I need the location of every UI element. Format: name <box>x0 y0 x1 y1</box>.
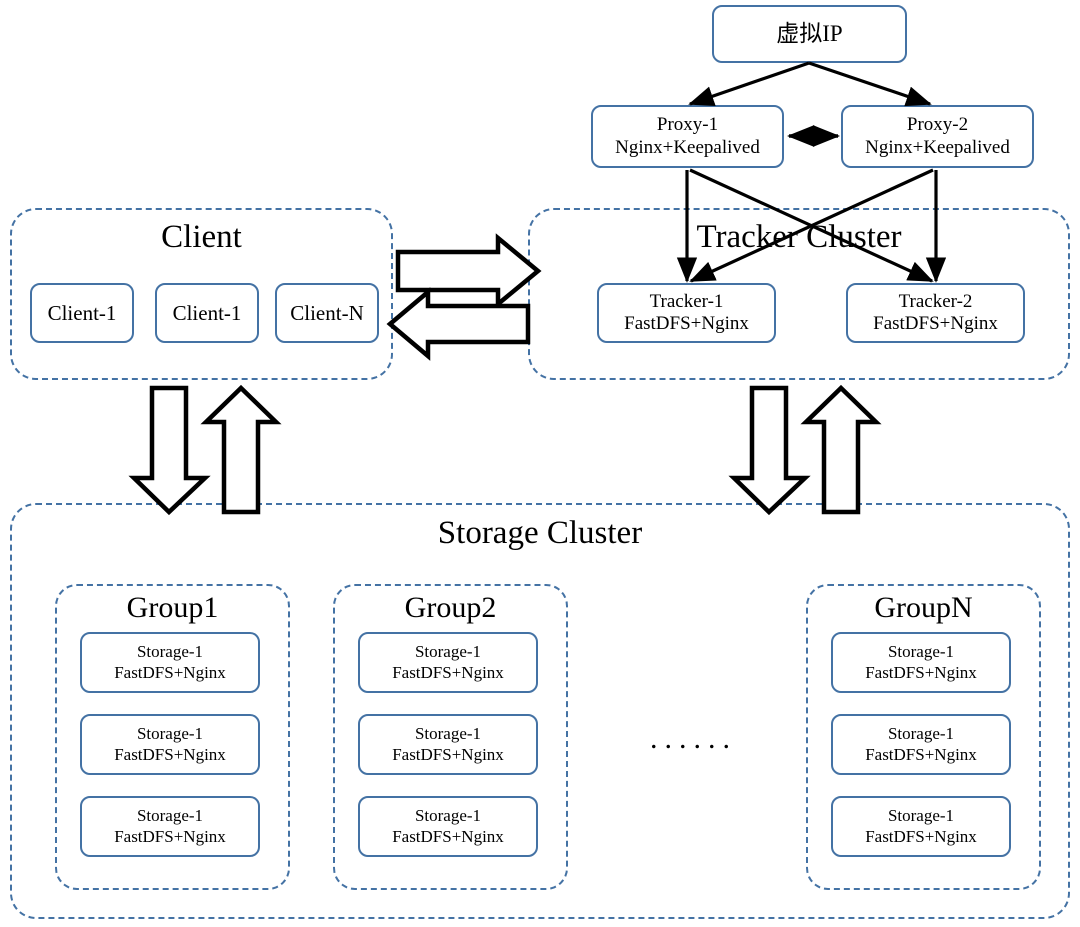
node-virtual-ip[interactable]: 虚拟IP <box>712 5 907 63</box>
node-group2-storage-2-name: Storage-1 <box>414 724 482 744</box>
node-tracker-2-name: Tracker-2 <box>898 290 973 312</box>
node-group2-storage-2-stack: FastDFS+Nginx <box>392 744 504 764</box>
node-tracker-1-name: Tracker-1 <box>649 290 724 312</box>
node-group1-storage-3[interactable]: Storage-1 FastDFS+Nginx <box>80 796 260 857</box>
node-groupn-storage-3-stack: FastDFS+Nginx <box>865 826 977 846</box>
block-arrow-tracker-to-client <box>386 287 531 361</box>
node-client-1-label: Client-1 <box>47 300 117 325</box>
node-groupn-storage-1-name: Storage-1 <box>887 642 955 662</box>
cluster-group1 <box>55 584 290 890</box>
node-client-2[interactable]: Client-1 <box>155 283 259 343</box>
node-group1-storage-1[interactable]: Storage-1 FastDFS+Nginx <box>80 632 260 693</box>
node-client-n-label: Client-N <box>290 300 364 325</box>
node-group2-storage-1[interactable]: Storage-1 FastDFS+Nginx <box>358 632 538 693</box>
node-group1-storage-3-name: Storage-1 <box>136 806 204 826</box>
node-tracker-2[interactable]: Tracker-2 FastDFS+Nginx <box>846 283 1025 343</box>
block-arrow-storage-to-client <box>200 384 282 515</box>
node-proxy-1[interactable]: Proxy-1 Nginx+Keepalived <box>591 105 784 168</box>
node-proxy-2-stack: Nginx+Keepalived <box>865 136 1010 158</box>
node-group2-storage-1-stack: FastDFS+Nginx <box>392 662 504 682</box>
node-groupn-storage-3[interactable]: Storage-1 FastDFS+Nginx <box>831 796 1011 857</box>
cluster-tracker-title: Tracker Cluster <box>696 219 902 255</box>
node-client-n[interactable]: Client-N <box>275 283 379 343</box>
node-groupn-storage-1[interactable]: Storage-1 FastDFS+Nginx <box>831 632 1011 693</box>
node-proxy-2-name: Proxy-2 <box>906 114 969 136</box>
node-groupn-storage-3-name: Storage-1 <box>887 806 955 826</box>
cluster-storage-title: Storage Cluster <box>437 515 643 551</box>
cluster-storage <box>10 503 1070 919</box>
cluster-group1-title: Group1 <box>126 591 219 624</box>
node-group2-storage-3-stack: FastDFS+Nginx <box>392 826 504 846</box>
node-group1-storage-2-stack: FastDFS+Nginx <box>114 744 226 764</box>
block-arrow-storage-to-tracker <box>800 384 882 515</box>
cluster-groupn <box>806 584 1041 890</box>
node-groupn-storage-2-stack: FastDFS+Nginx <box>865 744 977 764</box>
node-client-2-label: Client-1 <box>172 300 242 325</box>
node-groupn-storage-1-stack: FastDFS+Nginx <box>865 662 977 682</box>
node-group1-storage-3-stack: FastDFS+Nginx <box>114 826 226 846</box>
cluster-group2 <box>333 584 568 890</box>
node-proxy-2[interactable]: Proxy-2 Nginx+Keepalived <box>841 105 1034 168</box>
connector-vip-to-proxy2 <box>808 61 932 107</box>
node-group2-storage-1-name: Storage-1 <box>414 642 482 662</box>
connector-vip-to-proxy1 <box>688 61 810 106</box>
node-group2-storage-2[interactable]: Storage-1 FastDFS+Nginx <box>358 714 538 775</box>
node-proxy-1-name: Proxy-1 <box>656 114 719 136</box>
node-group1-storage-2-name: Storage-1 <box>136 724 204 744</box>
groups-ellipsis: ...... <box>650 722 737 755</box>
node-groupn-storage-2-name: Storage-1 <box>887 724 955 744</box>
block-arrow-client-to-tracker <box>395 233 542 309</box>
node-tracker-2-stack: FastDFS+Nginx <box>873 313 998 334</box>
node-group1-storage-1-stack: FastDFS+Nginx <box>114 662 226 682</box>
node-proxy-1-stack: Nginx+Keepalived <box>615 136 760 158</box>
cluster-group2-title: Group2 <box>404 591 497 624</box>
node-client-1[interactable]: Client-1 <box>30 283 134 343</box>
node-groupn-storage-2[interactable]: Storage-1 FastDFS+Nginx <box>831 714 1011 775</box>
block-arrow-tracker-to-storage <box>728 385 811 516</box>
cluster-groupn-title: GroupN <box>874 591 973 624</box>
node-tracker-1[interactable]: Tracker-1 FastDFS+Nginx <box>597 283 776 343</box>
cluster-client-title: Client <box>161 219 242 255</box>
block-arrow-client-to-storage <box>128 385 211 516</box>
node-group2-storage-3-name: Storage-1 <box>414 806 482 826</box>
node-virtual-ip-label: 虚拟IP <box>776 21 843 47</box>
node-group1-storage-2[interactable]: Storage-1 FastDFS+Nginx <box>80 714 260 775</box>
node-group2-storage-3[interactable]: Storage-1 FastDFS+Nginx <box>358 796 538 857</box>
node-tracker-1-stack: FastDFS+Nginx <box>624 313 749 334</box>
node-group1-storage-1-name: Storage-1 <box>136 642 204 662</box>
